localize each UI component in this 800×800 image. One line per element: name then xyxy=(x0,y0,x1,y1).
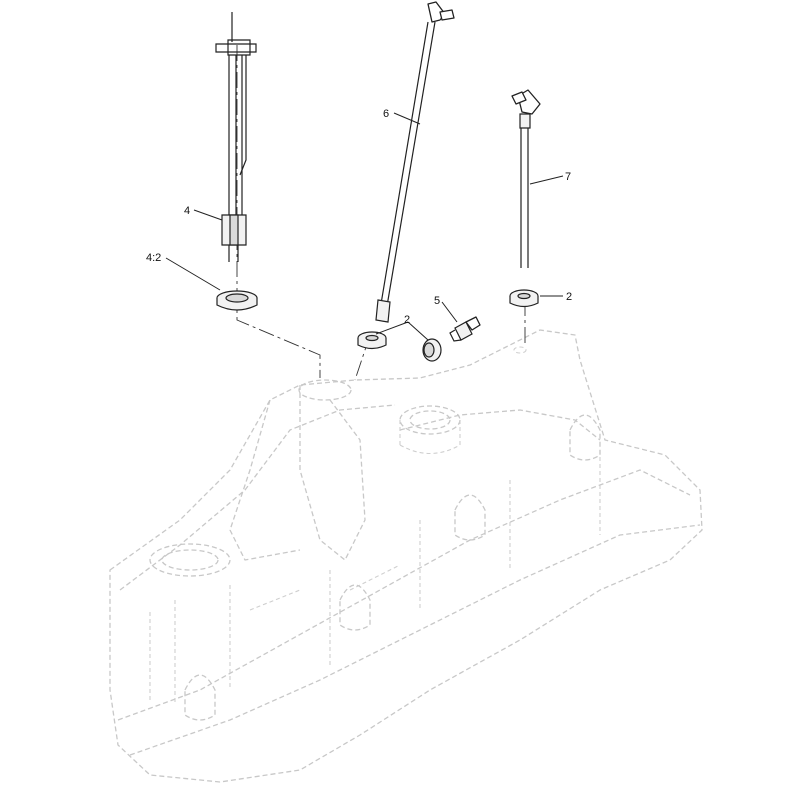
vent-fitting xyxy=(449,316,481,342)
tube-grommet-center xyxy=(357,331,387,350)
callout-4-2: 4:2 xyxy=(146,252,161,264)
callout-2-center: 2 xyxy=(404,314,410,326)
callout-6: 6 xyxy=(383,108,389,120)
leader-lines xyxy=(165,112,564,341)
callout-labels: 4 4:2 6 7 5 2 2 xyxy=(146,108,572,326)
callout-2-right: 2 xyxy=(566,291,572,303)
sender-grommet xyxy=(216,290,258,311)
fuel-tank-ghost xyxy=(109,329,703,783)
callout-4: 4 xyxy=(184,205,190,217)
fuel-pickup-tube xyxy=(375,1,455,323)
tube-grommet-right xyxy=(509,289,539,308)
fuel-return-tube xyxy=(511,89,541,268)
assembly-center-lines xyxy=(236,45,526,381)
callout-5: 5 xyxy=(434,295,440,307)
fitting-grommet xyxy=(422,338,442,362)
fuel-sender-assembly xyxy=(215,12,257,262)
callout-7: 7 xyxy=(565,171,571,183)
